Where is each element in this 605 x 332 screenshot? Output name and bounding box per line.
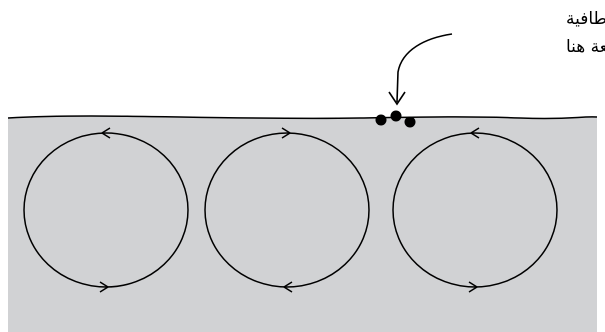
convection-cell-left bbox=[23, 127, 189, 293]
water-surface-line bbox=[7, 115, 598, 120]
arrow-left-icon bbox=[282, 281, 293, 293]
arrow-left-icon bbox=[100, 127, 111, 139]
cell-circle bbox=[23, 132, 189, 288]
cell-circle bbox=[392, 132, 558, 288]
convection-cell-middle bbox=[204, 127, 370, 293]
cell-circle bbox=[204, 132, 370, 288]
annotation-line-1: أشياء طافية bbox=[566, 7, 605, 29]
pointer-arrow-icon bbox=[388, 33, 453, 106]
arrow-right-icon bbox=[281, 127, 292, 139]
floating-dot bbox=[390, 110, 402, 122]
floating-dot bbox=[375, 114, 387, 126]
arrow-right-icon bbox=[468, 281, 479, 293]
convection-cell-right bbox=[392, 127, 558, 293]
arrow-right-icon bbox=[99, 281, 110, 293]
pointer-curve bbox=[396, 33, 453, 103]
pointer-head bbox=[388, 91, 406, 106]
annotation-line-2: متجمعة هنا bbox=[566, 37, 605, 57]
water-body bbox=[8, 116, 597, 332]
floating-objects-icon bbox=[375, 110, 416, 128]
floating-dot bbox=[404, 116, 416, 128]
arrow-left-icon bbox=[469, 127, 480, 139]
